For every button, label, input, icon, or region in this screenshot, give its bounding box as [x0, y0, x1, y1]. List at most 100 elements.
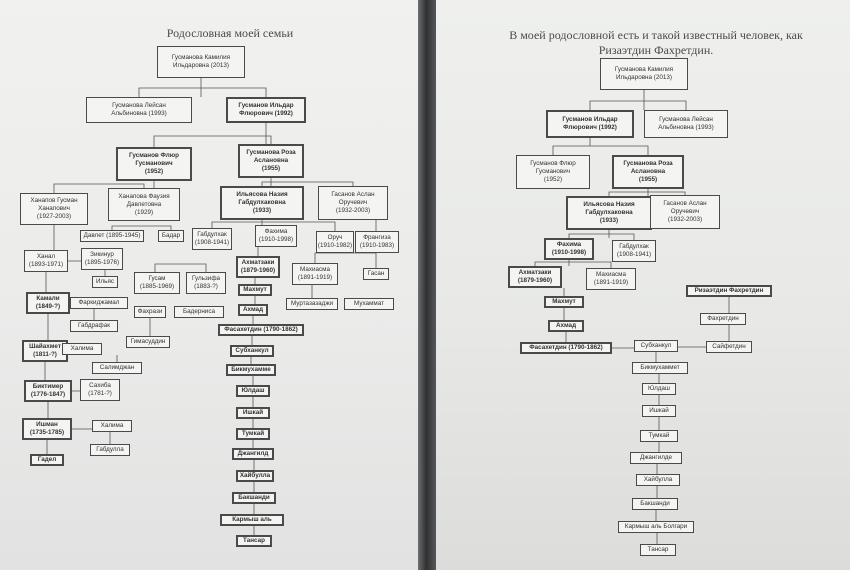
person-label: (1952) — [144, 168, 164, 175]
person-label: (1910-1982) — [317, 242, 353, 249]
person-label: (1781-?) — [88, 390, 112, 397]
person-label: Шайахмет — [29, 343, 61, 350]
person-label: (1885-1969) — [139, 283, 175, 290]
person-label: Ильдаровна (2013) — [616, 74, 672, 81]
right-poster-title: В моей родословной есть и такой известны… — [509, 28, 803, 57]
person-label: Мухаммат — [354, 300, 384, 307]
person-label: Ахмад — [555, 322, 577, 329]
person-box: Субханкул — [634, 340, 678, 352]
person-label: Ильяс — [95, 278, 115, 285]
person-label: (1927-2003) — [36, 213, 72, 220]
person-label: (1776-1847) — [30, 391, 66, 398]
person-box: Ишман(1735-1785) — [22, 418, 72, 440]
person-box: Кармыш аль — [220, 514, 284, 526]
person-label: Габдулла — [96, 446, 124, 453]
person-label: Хайбулла — [239, 472, 271, 479]
person-label: Гусманова Камилия — [614, 66, 674, 73]
person-box: Фахретдин — [700, 313, 746, 325]
person-label: Джангилд — [237, 450, 269, 457]
person-label: Фахрази — [137, 308, 163, 315]
person-box: Халима — [62, 343, 102, 355]
person-label: Халима — [70, 345, 94, 352]
person-box: Зикинур(1895-1976) — [81, 248, 123, 270]
person-label: (1933) — [252, 207, 272, 214]
person-label: Альбиновна (1993) — [111, 110, 167, 117]
person-label: Гадел — [37, 456, 57, 463]
person-box: Оруч(1910-1982) — [316, 231, 354, 253]
person-box: Юлдаш — [642, 383, 676, 395]
person-label: Гасан — [367, 270, 385, 277]
person-label: Фасахетдин (1790-1862) — [529, 344, 603, 351]
person-label: Фахима — [556, 241, 582, 248]
person-box: Махиасма(1891-1919) — [586, 268, 636, 290]
person-box: Махиасма(1891-1919) — [292, 263, 338, 285]
person-box: Тумкай — [640, 430, 678, 442]
person-label: Гусманович — [535, 168, 571, 175]
person-label: Ахматзаки — [241, 259, 275, 266]
person-box: Гульзифа(1883-?) — [186, 272, 226, 294]
person-box: Фахрази — [134, 306, 166, 318]
person-label: Ишман — [36, 421, 58, 428]
person-label: (1929) — [134, 208, 154, 216]
person-label: Бикмухамме — [231, 366, 271, 373]
person-box: Фасахетдин (1790-1862) — [520, 342, 612, 354]
person-label: Ахматзаки — [518, 269, 552, 276]
person-label: Тумкай — [648, 432, 670, 439]
person-box: Субханкул — [230, 345, 274, 357]
person-label: Оруч — [327, 234, 343, 241]
person-label: Аслановна — [630, 168, 666, 175]
person-label: Махиасма — [596, 271, 626, 278]
person-label: Гусманович — [135, 160, 173, 167]
person-label: (1849-?) — [35, 303, 61, 310]
person-box: Джангилде — [630, 452, 682, 464]
person-box: Ризаэтдин Фахретдин — [686, 285, 772, 297]
person-box: Гусам(1885-1969) — [134, 272, 180, 294]
person-box: Фахима(1910-1998) — [255, 225, 297, 247]
person-label: (1908-1941) — [194, 239, 230, 246]
person-box: Бадерниса — [174, 306, 224, 318]
person-label: Бакшанди — [238, 494, 270, 501]
person-box: Махмут — [544, 296, 584, 308]
person-label: (1932-2003) — [667, 216, 703, 223]
person-box: Франгиза(1910-1983) — [355, 231, 399, 253]
person-box: Бадар — [158, 230, 184, 242]
person-box: Махмут — [238, 284, 272, 296]
person-label: Аслановна — [253, 157, 289, 164]
person-label: (1883-?) — [194, 283, 218, 290]
person-label: Франгиза — [363, 234, 391, 241]
person-label: Альбиновна (1993) — [658, 124, 714, 131]
person-box: Шайахмет(1811-?) — [22, 340, 68, 362]
person-box: Мухаммат — [344, 298, 394, 310]
person-box: Кармыш аль Болгари — [618, 521, 694, 533]
person-label: Ханапов Гусман — [30, 197, 78, 204]
person-box: Ахматзаки(1879-1960) — [236, 256, 280, 278]
person-label: (1891-1919) — [297, 274, 333, 281]
person-box: Биктимер(1776-1847) — [24, 380, 72, 402]
person-label: Ханал — [36, 253, 56, 260]
person-label: Ишкай — [649, 407, 669, 414]
person-box: Гимасуддин — [126, 336, 170, 348]
person-label: (1879-1960) — [240, 267, 276, 274]
person-box: Давлет (1895-1945) — [80, 230, 144, 242]
person-box: Джангилд — [232, 448, 274, 460]
person-box: Ишкай — [642, 405, 676, 417]
person-box: Фаркиджамал — [70, 297, 128, 309]
person-label: (1955) — [638, 176, 658, 183]
person-box: Салимджан — [92, 362, 142, 374]
person-box: Тумкай — [236, 428, 270, 440]
person-label: Габдрафак — [78, 322, 110, 329]
person-label: Гусманова Роза — [623, 160, 673, 167]
person-label: Кармыш аль Болгари — [624, 523, 688, 530]
person-box: Габдулла — [90, 444, 130, 456]
person-label: Халима — [100, 422, 124, 429]
person-label: (1895-1976) — [84, 259, 120, 266]
person-box: Тансар — [236, 535, 272, 547]
person-label: Гусам — [148, 275, 166, 282]
person-label: Субханкул — [640, 342, 672, 349]
